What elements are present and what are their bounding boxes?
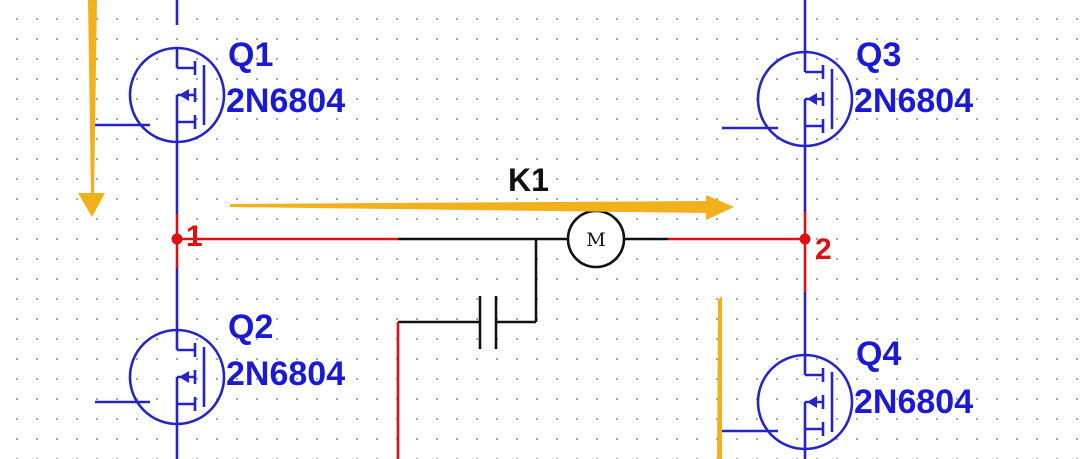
q2-name-label: Q2: [228, 308, 274, 346]
q3-transistor-icon: [756, 50, 854, 148]
q4-name-label: Q4: [856, 335, 902, 373]
k1-label: K1: [508, 162, 549, 198]
q1-transistor-icon: [128, 46, 226, 144]
k1-right-arrow-icon: [230, 195, 734, 220]
q4-transistor-icon: [756, 353, 854, 451]
left-down-arrow-icon: [78, 0, 105, 217]
q1-part-label: 2N6804: [226, 82, 346, 120]
motor-label: M: [586, 229, 605, 251]
node1-label: 1: [186, 220, 203, 253]
q2-transistor-icon: [128, 328, 226, 426]
q3-part-label: 2N6804: [854, 82, 974, 120]
q3-name-label: Q3: [856, 36, 902, 74]
q1-name-label: Q1: [228, 36, 274, 74]
node2-junction-dot: [799, 233, 811, 245]
q2-part-label: 2N6804: [226, 355, 346, 393]
q4-part-label: 2N6804: [854, 383, 974, 421]
node1-junction-dot: [171, 233, 183, 245]
right-down-arrow-icon: [717, 296, 722, 459]
node2-label: 2: [815, 233, 832, 266]
capacitor-icon: [478, 296, 498, 349]
